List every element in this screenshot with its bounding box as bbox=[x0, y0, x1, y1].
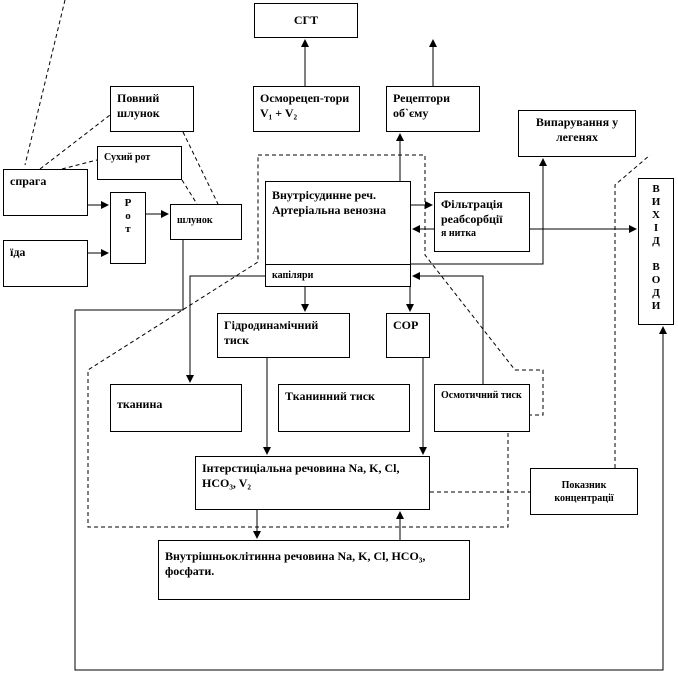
letter: Р bbox=[124, 197, 132, 209]
letter: Х bbox=[652, 209, 660, 221]
node-osmoreceptors: Осморецеп-тори V₁ + V₂ bbox=[253, 86, 360, 132]
letter: В bbox=[652, 261, 660, 273]
node-hydrodynamic-pressure: Гідродинамічний тиск bbox=[217, 313, 350, 358]
node-filtration: Фільтрація реабсорбції я нитка bbox=[434, 192, 530, 252]
node-volume-receptors: Рецептори об`єму bbox=[386, 86, 480, 132]
node-evaporation: Випарування у легенях bbox=[518, 110, 636, 157]
filtration-sublabel: я нитка bbox=[441, 228, 476, 239]
letter: В bbox=[652, 183, 660, 195]
arrow-to-evap bbox=[411, 158, 547, 265]
node-intravascular: Внутрісудинне реч. Артеріальна венозна bbox=[265, 181, 411, 265]
node-tissue: тканина bbox=[110, 384, 242, 432]
letter bbox=[639, 248, 673, 261]
node-intracellular: Внутрішньоклітинна речовина Na, K, Cl, H… bbox=[158, 540, 470, 600]
node-sgt: СГТ bbox=[254, 3, 358, 38]
node-cor: СОР bbox=[386, 313, 430, 358]
node-osmotic-pressure: Осмотичний тиск bbox=[434, 384, 530, 432]
letter: І bbox=[653, 222, 659, 234]
letter: Д bbox=[652, 235, 660, 247]
letter: И bbox=[651, 300, 661, 312]
letter: И bbox=[651, 196, 661, 208]
letter: т bbox=[125, 223, 131, 235]
node-capillaries: капіляри bbox=[265, 264, 411, 287]
filtration-label: Фільтрація реабсорбції bbox=[441, 197, 503, 226]
node-full-stomach: Повний шлунок bbox=[110, 86, 194, 132]
letter: Д bbox=[652, 287, 660, 299]
node-stomach: шлунок bbox=[170, 204, 242, 240]
node-dry-mouth: Сухий рот bbox=[97, 146, 182, 180]
node-tissue-pressure: Тканинний тиск bbox=[278, 384, 410, 432]
arrow-stomach-water-out bbox=[74, 240, 667, 671]
node-thirst: спрага bbox=[3, 169, 88, 216]
letter: о bbox=[125, 210, 131, 222]
node-concentration: Показник концентрації bbox=[530, 468, 638, 515]
node-food: їда bbox=[3, 240, 88, 287]
letter: О bbox=[651, 274, 661, 286]
node-interstitial: Інтерстиціальна речовина Na, K, Cl, HCO₃… bbox=[195, 456, 430, 510]
